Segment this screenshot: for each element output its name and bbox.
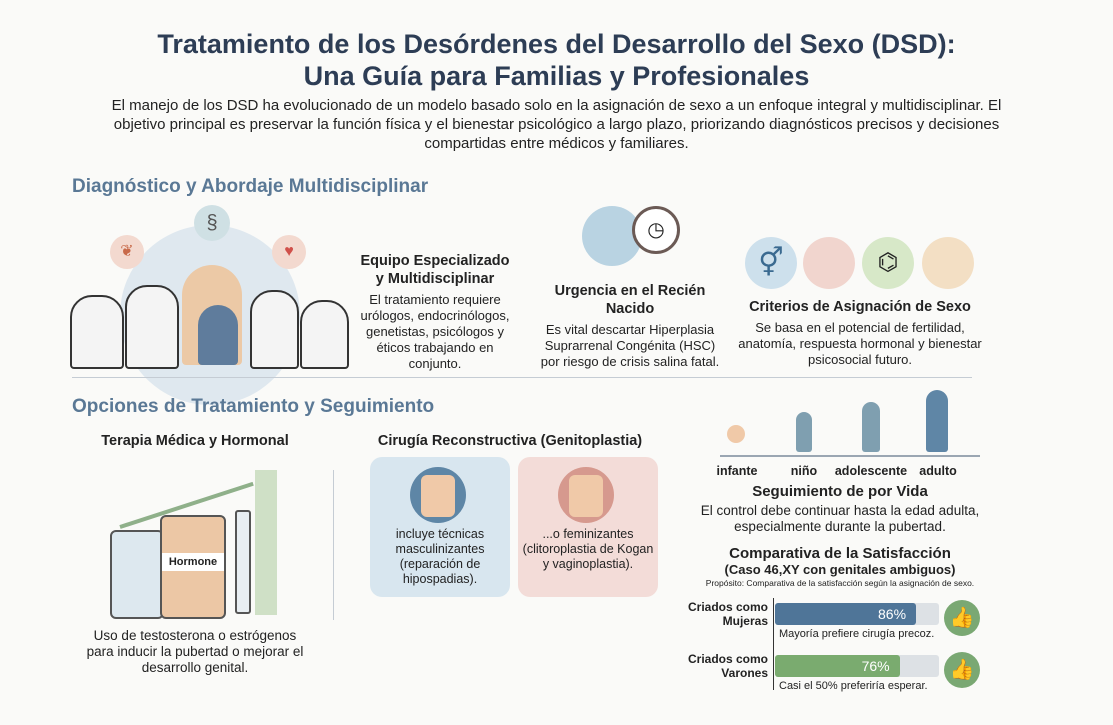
team-illustration: ❦ § ♥ [70, 205, 350, 405]
chart-purpose: Propósito: Comparativa de la satisfacció… [705, 578, 975, 588]
stage-label: infante [716, 464, 758, 478]
timeline-line [720, 455, 980, 457]
stage-label: adulto [919, 464, 957, 478]
bar-category-label: Criados como Mujeras [687, 600, 768, 628]
feminizing-card: ...o feminizantes (clitoroplastia de Kog… [518, 457, 658, 597]
team-text: El tratamiento requiere urólogos, endocr… [360, 292, 510, 371]
feminizing-text: ...o feminizantes (clitoroplastia de Kog… [522, 527, 654, 571]
syringe-icon [235, 510, 251, 614]
bar: 86% [775, 603, 917, 625]
masculinizing-surgery-icon [410, 467, 466, 523]
criteria-text: Se basa en el potencial de fertilidad, a… [738, 320, 982, 367]
page-title: Tratamiento de los Desórdenes del Desarr… [0, 28, 1113, 92]
bar-note: Mayoría prefiere cirugía precoz. [779, 628, 935, 640]
bar-category-label: Criados como Varones [687, 652, 768, 680]
body-shape [421, 475, 455, 517]
adult-icon [926, 390, 948, 452]
hormonal-title: Terapia Médica y Hormonal [101, 433, 289, 449]
bar: 76% [775, 655, 900, 677]
anatomy-icon [803, 237, 855, 289]
bar-track: 76% [775, 655, 939, 677]
child-silhouette [198, 305, 238, 365]
intro-text: El manejo de los DSD ha evolucionado de … [111, 97, 1002, 152]
heart-hand-icon: ♥ [272, 235, 306, 269]
satisfaction-chart: Comparativa de la Satisfacción (Caso 46,… [680, 545, 1000, 589]
urgency-text: Es vital descartar Hiperplasia Suprarren… [540, 322, 720, 369]
team-title: Equipo Especializado y Multidisciplinar [360, 253, 510, 287]
doctor-figure [70, 295, 124, 369]
criteria-block: Criterios de Asignación de Sexo Se basa … [735, 298, 985, 368]
section-divider [72, 377, 972, 378]
bar-track: 86% [775, 603, 939, 625]
child-icon [796, 412, 812, 452]
section-treatment-heading: Opciones de Tratamiento y Seguimiento [72, 396, 435, 417]
doctor-figure [125, 285, 179, 369]
clock-icon: ◷ [632, 206, 680, 254]
column-divider [333, 470, 334, 620]
hormone-illustration: Hormone [100, 470, 300, 620]
team-block: Equipo Especializado y Multidisciplinar … [355, 252, 515, 372]
followup-text: El control debe continuar hasta la edad … [700, 503, 980, 534]
adolescent-icon [862, 402, 880, 452]
gender-symbol-icon: ⚥ [745, 237, 797, 289]
molecule-icon: ⌬ [862, 237, 914, 289]
chart-subtitle: (Caso 46,XY con genitales ambiguos) [724, 562, 956, 577]
criteria-title: Criterios de Asignación de Sexo [749, 299, 971, 315]
doctor-figure [300, 300, 349, 369]
followup-title: Seguimiento de por Vida [752, 483, 928, 500]
brain-heart-icon [922, 237, 974, 289]
thumbs-up-icon: 👍 [944, 600, 980, 636]
feminizing-surgery-icon [558, 467, 614, 523]
section-diagnosis-heading: Diagnóstico y Abordaje Multidisciplinar [72, 176, 429, 197]
followup-block: Seguimiento de por Vida El control debe … [700, 483, 980, 535]
dna-icon: § [194, 205, 230, 241]
stage-label: niño [790, 464, 818, 478]
hormonal-text: Uso de testosterona o estrógenos para in… [86, 628, 304, 675]
kidney-icon: ❦ [110, 235, 144, 269]
urgency-title: Urgencia en el Recién Nacido [554, 283, 706, 317]
bar-note: Casi el 50% preferiría esperar. [779, 680, 928, 692]
surgery-title: Cirugía Reconstructiva (Genitoplastia) [377, 433, 643, 449]
chart-title: Comparativa de la Satisfacción [729, 545, 951, 562]
stage-label: adolescente [834, 464, 908, 478]
bar-value-label: 86% [878, 606, 907, 622]
growth-bar [255, 470, 277, 615]
chart-axis [773, 598, 774, 690]
masculinizing-text: incluye técnicas masculinizantes (repara… [395, 527, 485, 586]
body-shape [569, 475, 603, 517]
urgency-block: Urgencia en el Recién Nacido Es vital de… [540, 282, 720, 370]
doctor-figure [250, 290, 299, 369]
bar-value-label: 76% [861, 658, 890, 674]
hormone-bottle-icon: Hormone [160, 515, 226, 619]
bottle-label: Hormone [162, 553, 224, 571]
masculinizing-card: incluye técnicas masculinizantes (repara… [370, 457, 510, 597]
thumbs-up-icon: 👍 [944, 652, 980, 688]
infant-icon [727, 425, 745, 443]
bottle-icon [110, 530, 164, 619]
title-line-2: Una Guía para Familias y Profesionales [303, 61, 810, 91]
title-line-1: Tratamiento de los Desórdenes del Desarr… [157, 29, 956, 59]
